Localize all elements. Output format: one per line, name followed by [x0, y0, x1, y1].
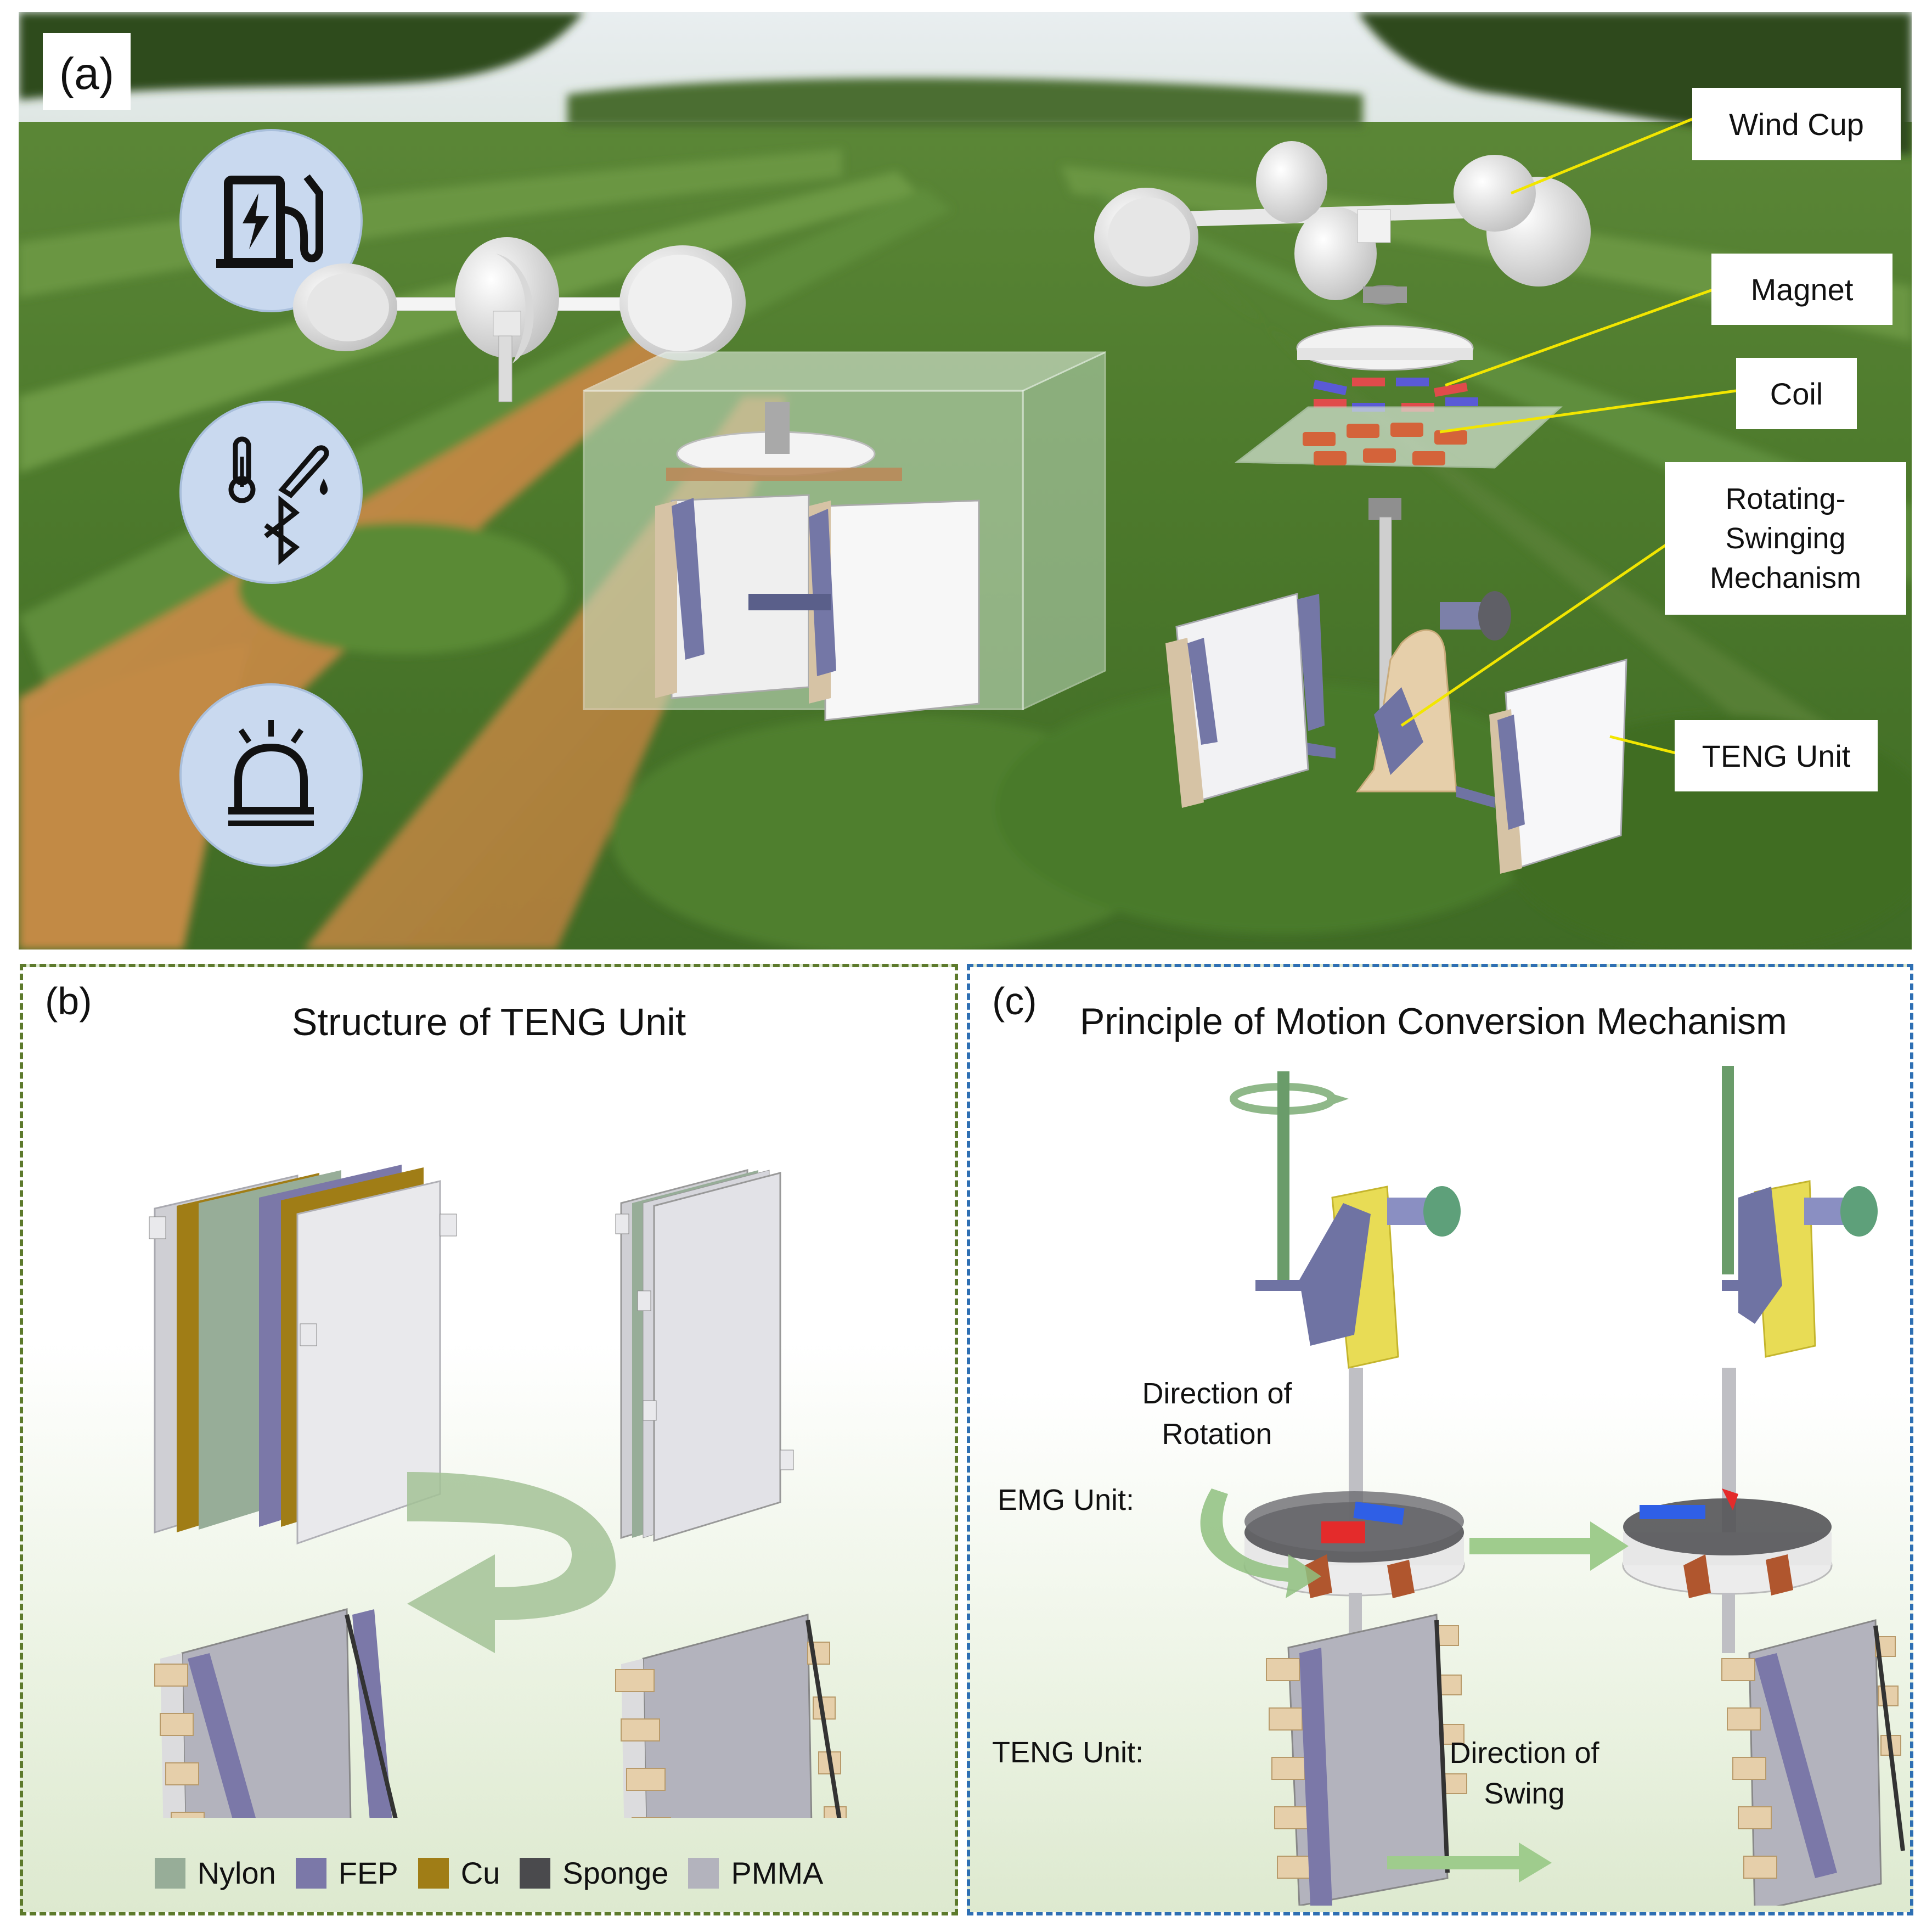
callout-coil-text: Coil: [1770, 376, 1823, 411]
assembly-arrow: [407, 1472, 616, 1653]
legend: Nylon FEP Cu Sponge PMMA: [23, 1855, 955, 1891]
panel-a-tag-box: [43, 33, 131, 110]
mechanism-left: [1230, 1071, 1461, 1369]
rotation-label: Direction of Rotation: [1102, 1373, 1332, 1454]
teng-assembly-left: [154, 1608, 398, 1818]
teng-unit-right: [1721, 1619, 1905, 1906]
legend-item-pmma: PMMA: [688, 1855, 823, 1891]
swing-label-line2: Swing: [1484, 1777, 1565, 1810]
stacked-layers: [615, 1169, 794, 1542]
callout-wind-cup-text: Wind Cup: [1729, 106, 1864, 142]
legend-label-pmma: PMMA: [731, 1856, 824, 1890]
panel-b: (b) Structure of TENG Unit: [20, 964, 958, 1915]
swing-label: Direction of Swing: [1409, 1733, 1640, 1814]
legend-label-cu: Cu: [460, 1856, 500, 1890]
legend-swatch-pmma: [688, 1857, 719, 1889]
panel-b-tag: (b): [45, 980, 92, 1023]
rotation-label-line2: Rotation: [1162, 1418, 1272, 1451]
humidity-icon: [278, 445, 329, 498]
bluetooth-icon: [264, 495, 300, 565]
callout-teng-unit: TENG Unit: [1675, 720, 1878, 791]
legend-label-nylon: Nylon: [197, 1856, 276, 1890]
callout-rotating-line1: Rotating-: [1725, 482, 1846, 515]
callout-rotating-swinging: Rotating- Swinging Mechanism: [1665, 462, 1906, 615]
legend-label-fep: FEP: [338, 1856, 398, 1890]
mechanism-right: [1722, 1066, 1878, 1358]
legend-swatch-cu: [418, 1857, 449, 1889]
panel-a-scene: (a): [19, 12, 1912, 950]
panel-a: (a): [19, 12, 1912, 950]
callout-rotating-line2: Swinging: [1725, 522, 1846, 555]
legend-item-sponge: Sponge: [520, 1855, 668, 1891]
exploded-layers: [149, 1165, 457, 1545]
sensor-icons-group: [179, 401, 363, 584]
panel-c-tag: (c): [992, 980, 1037, 1023]
callout-teng-unit-text: TENG Unit: [1702, 738, 1851, 773]
teng-assembly-right: [615, 1614, 847, 1818]
callout-rotating-line3: Mechanism: [1709, 561, 1862, 594]
callout-wind-cup: Wind Cup: [1692, 88, 1901, 160]
legend-swatch-fep: [295, 1857, 326, 1889]
emg-unit-left: [1200, 1368, 1465, 1598]
legend-swatch-sponge: [520, 1857, 551, 1889]
callout-lines: [1400, 117, 1737, 755]
emg-transition-arrow: [1469, 1521, 1629, 1571]
panel-c-figure: [1200, 1066, 1905, 1906]
assembled-device: [293, 237, 1106, 721]
swing-arrow: [1387, 1842, 1552, 1883]
callout-magnet: Magnet: [1711, 254, 1892, 325]
emg-unit-label: EMG Unit:: [998, 1484, 1135, 1516]
alarm-light-icon: [179, 683, 363, 867]
panel-a-tag: (a): [59, 49, 114, 99]
legend-item-nylon: Nylon: [154, 1855, 276, 1891]
legend-label-sponge: Sponge: [562, 1856, 669, 1890]
thermometer-icon: [228, 436, 256, 503]
callout-coil: Coil: [1736, 358, 1857, 429]
legend-swatch-nylon: [154, 1857, 185, 1889]
teng-unit-left: [1266, 1614, 1467, 1906]
teng-unit-label: TENG Unit:: [992, 1736, 1144, 1769]
charging-station-icon: [179, 129, 363, 312]
panel-b-title: Structure of TENG Unit: [291, 1001, 686, 1043]
rotation-label-line1: Direction of: [1142, 1377, 1292, 1410]
legend-item-cu: Cu: [418, 1855, 500, 1891]
panel-c: (c) Principle of Motion Conversion Mecha…: [967, 964, 1913, 1915]
callout-magnet-text: Magnet: [1750, 272, 1854, 307]
panel-b-figure: [149, 1165, 847, 1818]
swing-label-line1: Direction of: [1449, 1737, 1599, 1769]
panel-c-title: Principle of Motion Conversion Mechanism: [1080, 1001, 1787, 1042]
emg-unit-right: [1622, 1368, 1833, 1598]
exploded-device: [1094, 141, 1627, 874]
legend-item-fep: FEP: [295, 1855, 398, 1891]
